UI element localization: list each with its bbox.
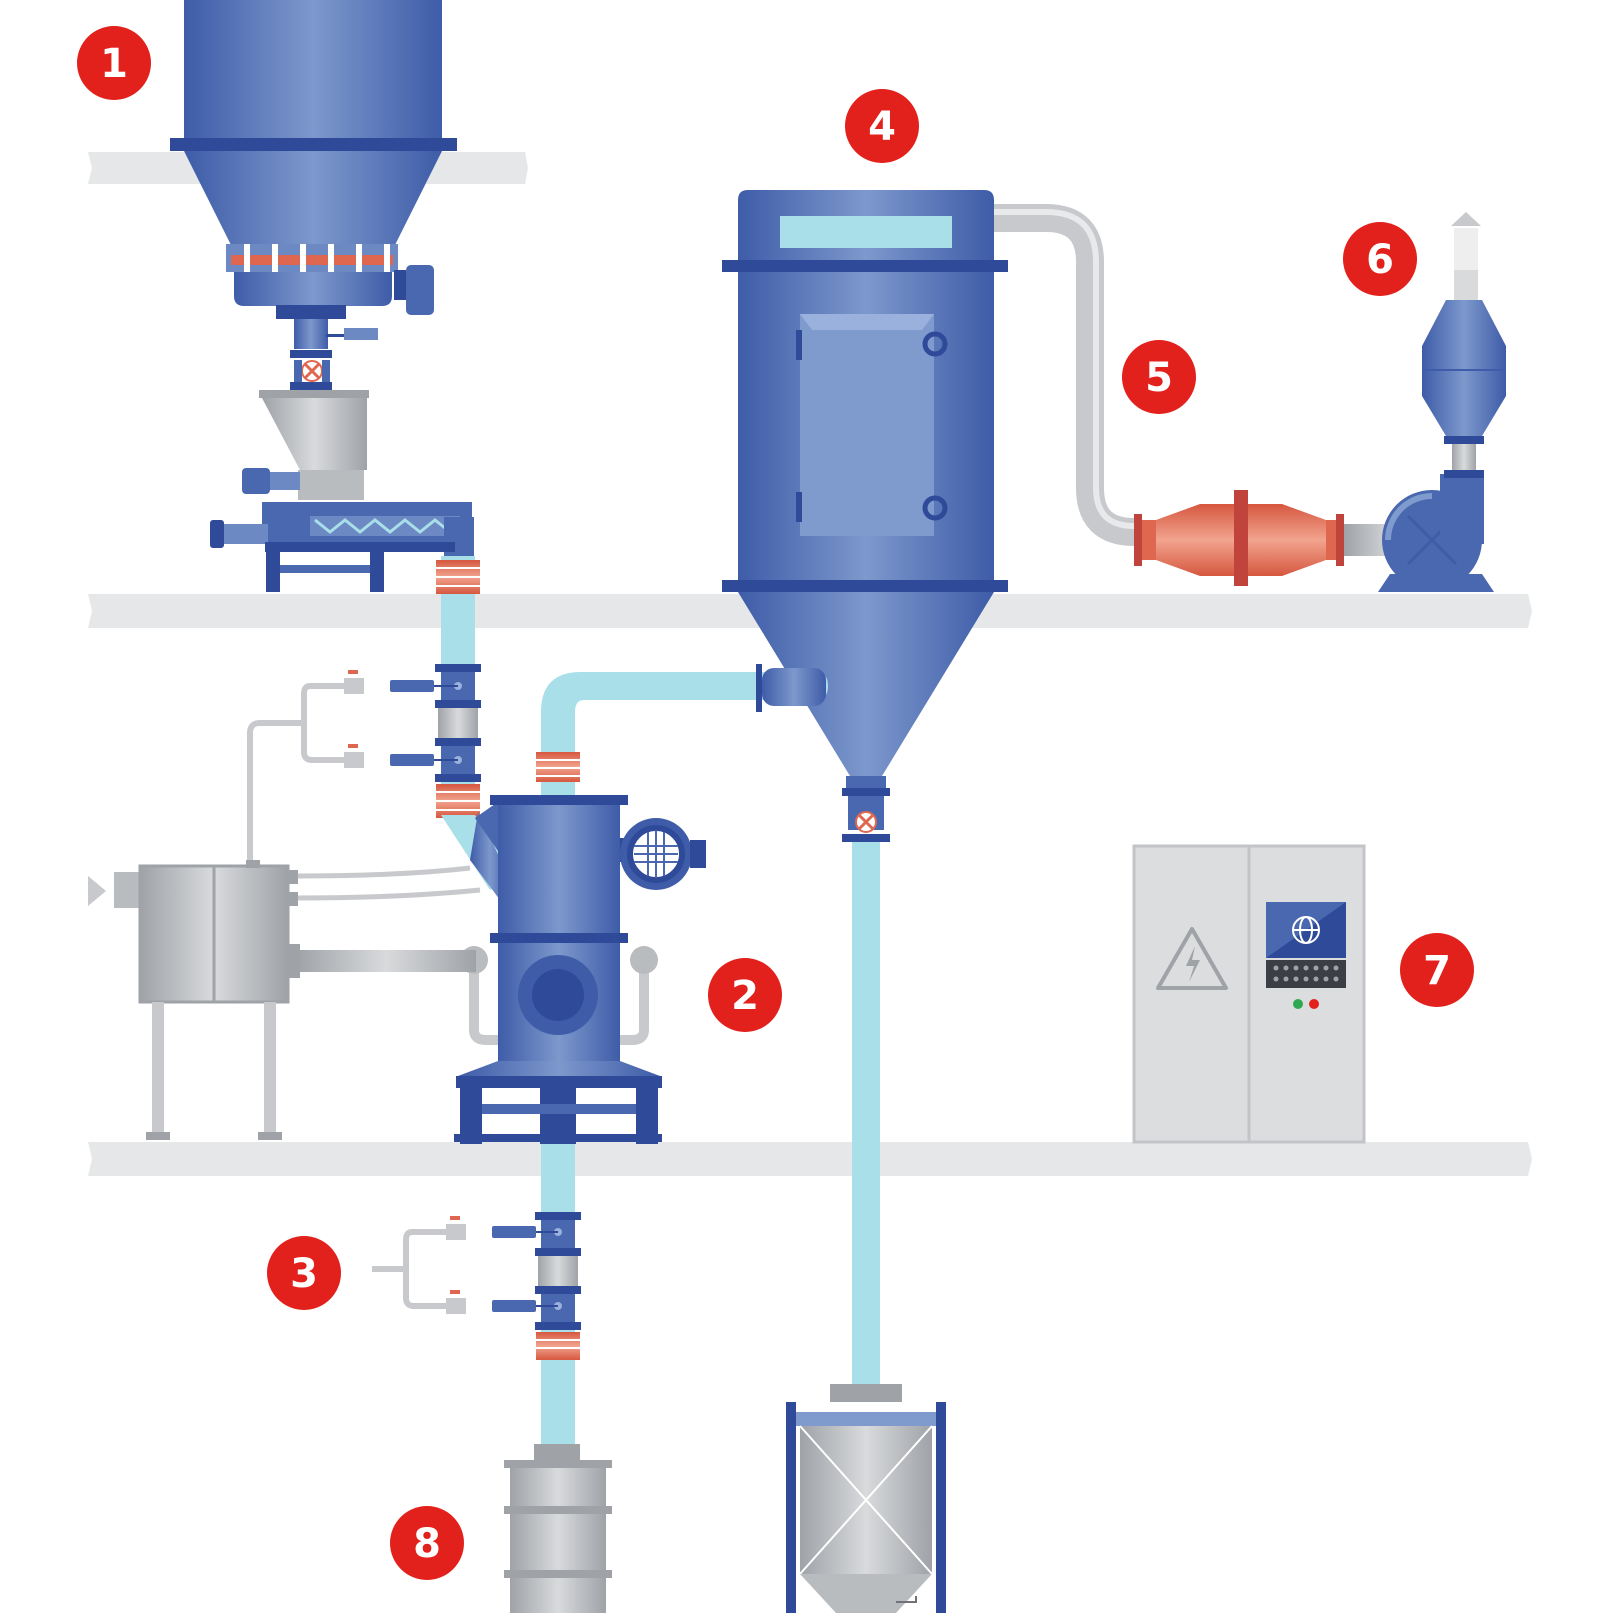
arrow-up-icon [1451, 212, 1481, 226]
svg-text:6: 6 [1366, 237, 1394, 283]
marker-6: 6 [1343, 222, 1417, 296]
svg-text:7: 7 [1423, 948, 1451, 994]
marker-3: 3 [267, 1236, 341, 1310]
feed-pipe [247, 556, 512, 890]
marker-2: 2 [708, 958, 782, 1032]
high-voltage-warning-icon [1156, 927, 1228, 990]
svg-text:5: 5 [1145, 355, 1173, 401]
classifier-mill [454, 795, 706, 1144]
screw-feeder [210, 390, 474, 592]
svg-text:4: 4 [868, 104, 896, 150]
marker-5: 5 [1122, 340, 1196, 414]
start-indicator [1293, 999, 1303, 1009]
marker-1: 1 [77, 26, 151, 100]
svg-text:2: 2 [731, 973, 759, 1019]
arrow-right-icon [88, 876, 106, 906]
svg-text:3: 3 [290, 1251, 318, 1297]
big-bag-station [786, 1384, 946, 1613]
air-heater [88, 860, 481, 1140]
marker-7: 7 [1400, 933, 1474, 1007]
stop-indicator [1309, 999, 1319, 1009]
marker-4: 4 [845, 89, 919, 163]
product-drum [504, 1444, 612, 1613]
filter-cyclone [536, 190, 1008, 1387]
svg-text:1: 1 [100, 41, 128, 87]
control-cabinet [1132, 844, 1366, 1144]
silo-feed-bin [170, 0, 457, 390]
svg-text:8: 8 [413, 1521, 441, 1567]
step-markers: 1 2 3 4 5 6 7 8 [77, 26, 1474, 1580]
exhaust-fan [1378, 212, 1506, 592]
floor-lower [88, 1142, 1532, 1176]
marker-8: 8 [390, 1506, 464, 1580]
mill-outlet-pipe [372, 1144, 581, 1444]
